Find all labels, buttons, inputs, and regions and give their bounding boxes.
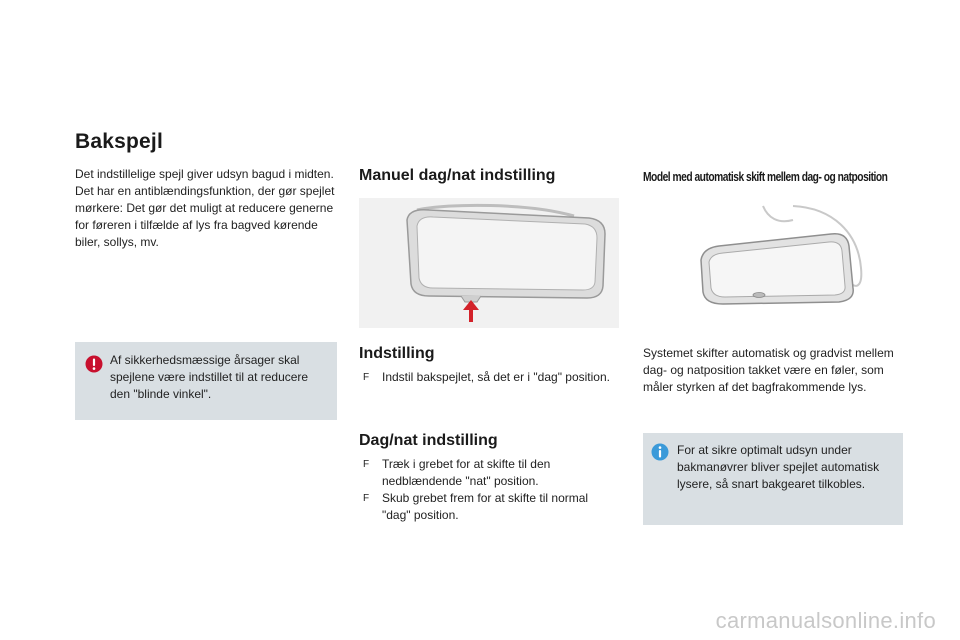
bullet-icon: F: [363, 459, 370, 470]
warning-icon: [85, 355, 103, 378]
manual-mirror-illustration: [359, 198, 619, 328]
page-title: Bakspejl: [75, 130, 163, 153]
adjust-step: F Indstil bakspejlet, så det er i "dag" p…: [359, 369, 624, 386]
intro-paragraph-2: Det har en antiblændingsfunktion, der gø…: [75, 184, 335, 249]
adjust-step-text: Indstil bakspejlet, så det er i "dag" po…: [382, 370, 610, 384]
watermark: carmanualsonline.info: [715, 608, 936, 633]
bullet-icon: F: [363, 493, 370, 504]
daynight-step: F Træk i grebet for at skifte til den ned…: [359, 456, 609, 490]
info-icon: [651, 443, 669, 466]
warning-note-text: Af sikkerhedsmæssige årsager skal spejle…: [110, 353, 309, 401]
warning-note: Af sikkerhedsmæssige årsager skal spejle…: [75, 342, 337, 420]
info-note: For at sikre optimalt udsyn under bakman…: [643, 433, 903, 525]
bullet-icon: F: [363, 372, 370, 383]
auto-description: Systemet skifter automatisk og gradvist …: [643, 346, 894, 394]
daynight-step: F Skub grebet frem for at skifte til norm…: [359, 490, 609, 524]
manual-heading: Manuel dag/nat indstilling: [359, 167, 556, 184]
daynight-heading: Dag/nat indstilling: [359, 432, 498, 449]
info-note-text: For at sikre optimalt udsyn under bakman…: [677, 443, 880, 491]
intro-paragraph-1: Det indstillelige spejl giver udsyn bagu…: [75, 167, 334, 181]
auto-mirror-illustration: [643, 198, 903, 328]
intro-text: Det indstillelige spejl giver udsyn bagu…: [75, 166, 337, 251]
daynight-step-text: Træk i grebet for at skifte til den nedb…: [382, 457, 551, 488]
adjust-heading: Indstilling: [359, 345, 435, 362]
auto-heading: Model med automatisk skift mellem dag- o…: [643, 170, 888, 184]
daynight-step-text: Skub grebet frem for at skifte til norma…: [382, 491, 589, 522]
